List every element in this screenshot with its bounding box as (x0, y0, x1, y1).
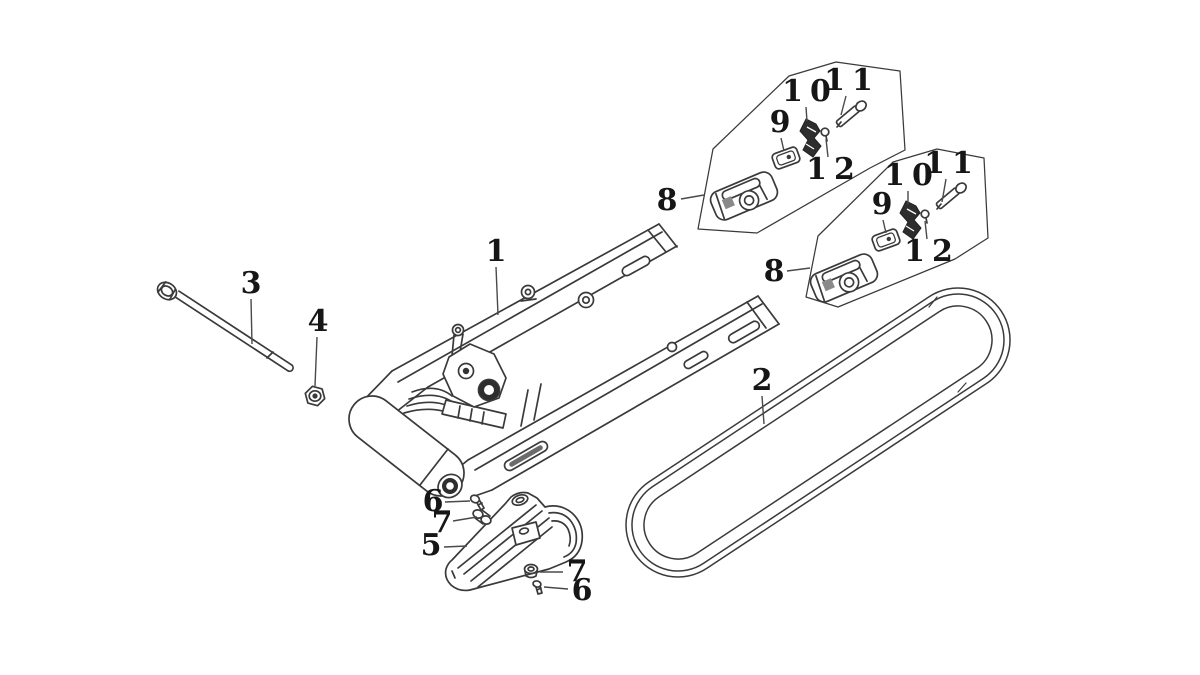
leader-line-7 (452, 516, 478, 522)
leader-line-3 (250, 298, 253, 345)
drive-chain (625, 287, 1011, 578)
leader-line-12 (825, 138, 829, 158)
axle-nut (304, 385, 326, 407)
leader-line-1 (495, 266, 499, 316)
chain-adjuster-assembly-upper (706, 98, 869, 225)
guide-spacer-upper (472, 509, 492, 525)
swingarm (348, 223, 780, 499)
leader-line-8 (786, 267, 811, 272)
guide-bolt-upper (469, 494, 485, 511)
chain-guide (444, 491, 584, 592)
leader-line-5 (443, 545, 468, 548)
leader-line-12 (924, 220, 928, 240)
leader-line-2 (761, 395, 765, 425)
leader-line-6 (543, 586, 569, 590)
leader-line-8 (680, 194, 705, 200)
callout-polygon-lower (805, 148, 989, 308)
pivot-tube (348, 395, 465, 499)
leader-line-10 (805, 106, 808, 122)
leader-line-11 (840, 95, 847, 116)
axle-bolt (156, 281, 294, 373)
callout-polygon-upper (697, 61, 906, 234)
leader-line-9 (882, 219, 887, 234)
leader-lines (250, 95, 947, 590)
swingarm-lower-arm (451, 295, 780, 498)
leader-line-11 (941, 178, 947, 203)
swingarm-foot-plate (441, 399, 507, 429)
leader-line-6 (444, 500, 471, 503)
shock-mount-bracket (442, 323, 507, 408)
guide-bolt-lower (532, 580, 543, 595)
leader-line-4 (314, 336, 318, 387)
leader-line-9 (780, 137, 785, 152)
guide-nut-lower (523, 563, 539, 579)
